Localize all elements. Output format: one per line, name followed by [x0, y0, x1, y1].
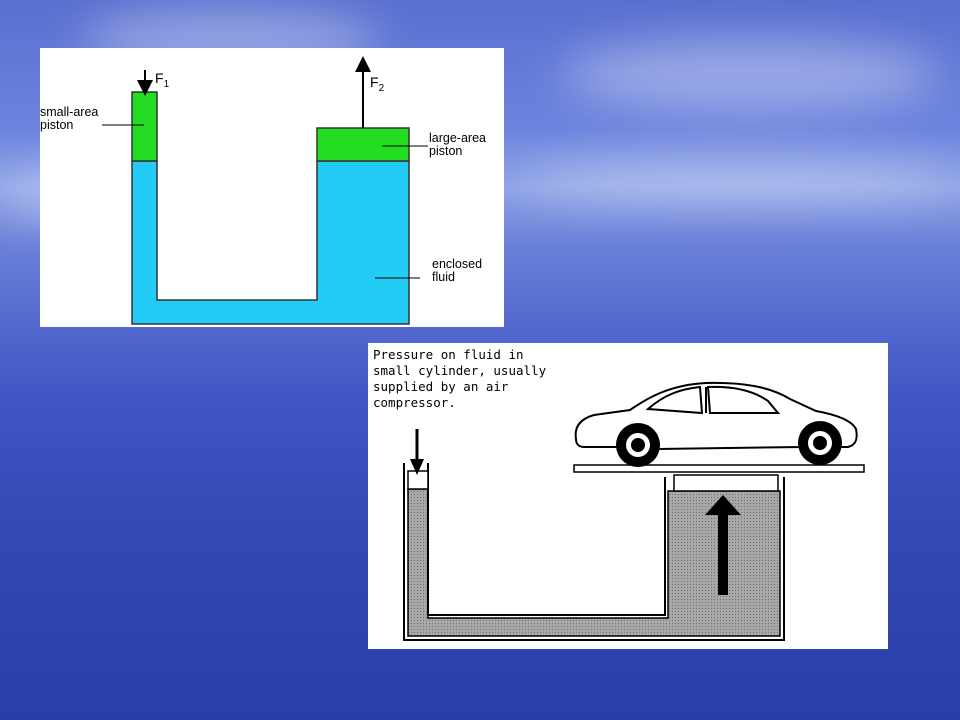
sky-cloud — [520, 160, 960, 200]
u-tube-svg — [102, 56, 428, 325]
large-area-piston — [316, 127, 410, 162]
large-cylinder-piston — [673, 474, 779, 492]
force-out-label: F2 — [370, 74, 385, 94]
car-wheel-front — [616, 423, 660, 467]
small-area-piston — [131, 91, 158, 162]
car-lift-svg — [403, 381, 865, 641]
output-force-arrow — [718, 513, 728, 595]
lift-inner-wall — [427, 463, 666, 616]
hydraulic-car-lift-diagram: Pressure on fluid in small cylinder, usu… — [368, 343, 888, 649]
lift-caption: Pressure on fluid in small cylinder, usu… — [373, 347, 547, 410]
car-wheel-rear — [798, 421, 842, 465]
enclosed-fluid — [131, 160, 410, 325]
small-cylinder-piston — [407, 470, 429, 490]
lift-outer-wall — [403, 463, 785, 641]
sky-cloud — [560, 40, 940, 110]
force-in-label: F1 — [155, 70, 170, 90]
lift-platform — [573, 464, 865, 473]
